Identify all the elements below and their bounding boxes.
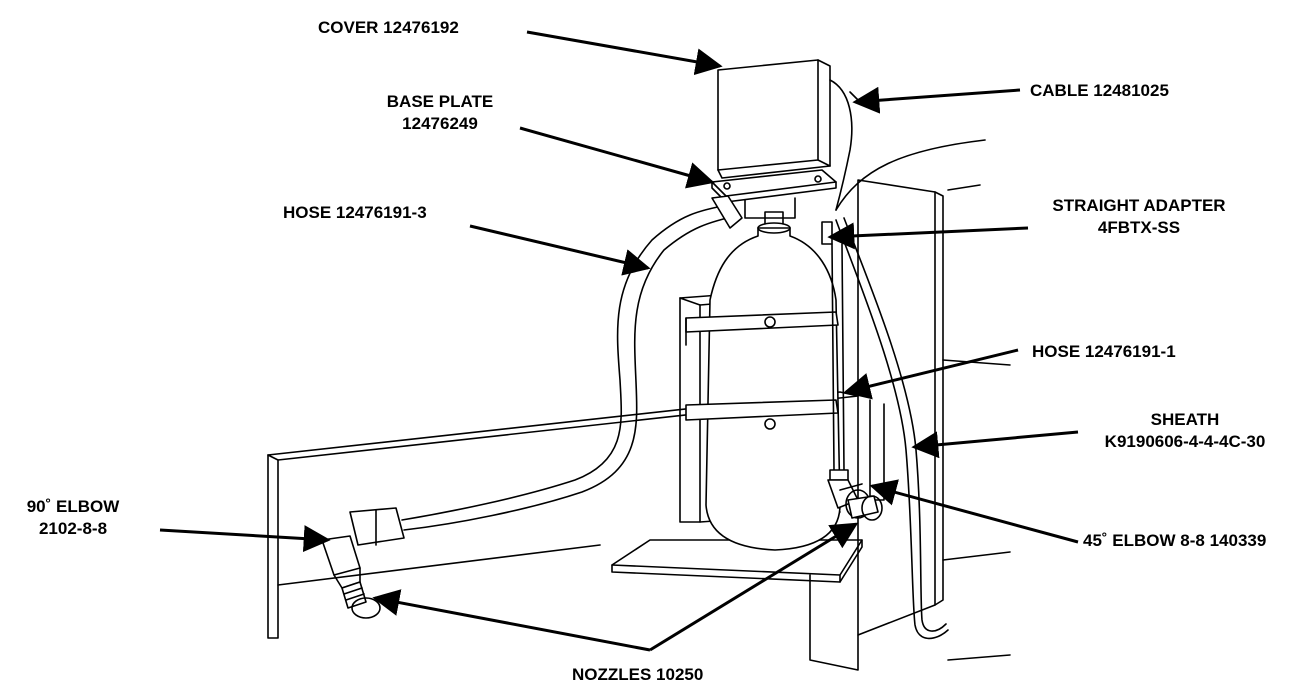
label-nozzles: NOZZLES 10250 <box>572 665 704 684</box>
leader-nozzle-left <box>372 589 651 652</box>
lower-clamp-strap <box>685 399 839 430</box>
leader-hose-left <box>469 224 651 276</box>
label-straight-adapter-line-1: STRAIGHT ADAPTER <box>1052 196 1226 215</box>
leader-base-plate <box>519 126 715 189</box>
label-base-plate: BASE PLATE 12476249 <box>360 91 520 135</box>
label-elbow-90: 90˚ ELBOW 2102-8-8 <box>8 496 138 540</box>
label-base-plate-line-1: BASE PLATE <box>386 92 494 111</box>
label-elbow-90-line-1: 90˚ ELBOW <box>26 497 120 516</box>
label-elbow-90-line-2: 2102-8-8 <box>38 519 108 538</box>
label-cover: COVER 12476192 <box>318 18 459 37</box>
leader-cable <box>852 86 1021 114</box>
bottom-plate <box>611 539 863 583</box>
label-hose-right: HOSE 12476191-1 <box>1032 342 1176 361</box>
vertical-wall <box>809 179 1011 671</box>
leader-straight-adapter <box>827 222 1029 250</box>
leader-elbow-90 <box>159 525 331 553</box>
sheath <box>835 217 949 640</box>
label-straight-adapter: STRAIGHT ADAPTER 4FBTX-SS <box>1014 195 1264 239</box>
leader-sheath <box>911 430 1079 459</box>
leader-elbow-45 <box>869 479 1079 544</box>
elbow-90 <box>321 507 405 589</box>
leader-nozzle-right <box>649 522 859 652</box>
label-base-plate-line-2: 12476249 <box>402 114 478 133</box>
label-hose-left: HOSE 12476191-3 <box>283 203 427 222</box>
hose-right <box>829 243 849 481</box>
label-elbow-45: 45˚ ELBOW 8-8 140339 <box>1083 531 1267 550</box>
nozzle-left <box>341 581 381 619</box>
leader-hose-right <box>843 348 1019 400</box>
extinguisher-bottle <box>705 211 841 551</box>
label-cable: CABLE 12481025 <box>1030 81 1169 100</box>
hose-left <box>401 195 743 531</box>
cover-box <box>717 59 831 179</box>
leader-cover <box>526 30 723 76</box>
label-sheath: SHEATH K9190606-4-4-4C-30 <box>1080 409 1290 453</box>
label-sheath-line-2: K9190606-4-4-4C-30 <box>1104 432 1266 451</box>
label-sheath-line-1: SHEATH <box>1150 410 1220 429</box>
straight-adapter <box>821 221 833 245</box>
upper-clamp-strap <box>685 311 839 346</box>
label-straight-adapter-line-2: 4FBTX-SS <box>1097 218 1181 237</box>
